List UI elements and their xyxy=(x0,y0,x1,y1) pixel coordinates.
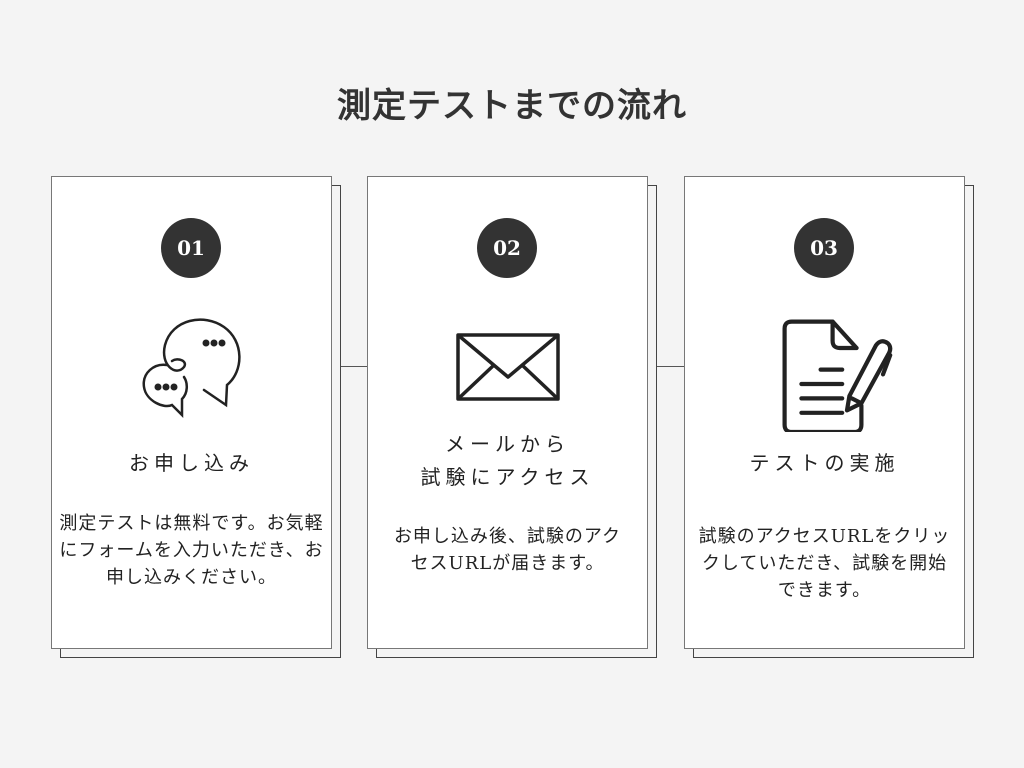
step-card-2: 02 メールから 試験にアクセス お申し込み後、試験のアクセスURLが届きます。 xyxy=(367,176,648,649)
document-pen-icon xyxy=(782,319,893,432)
connector-line xyxy=(647,366,684,367)
step-card-1: 01 お申し込み 測定テストは無料です。お気軽にフォームを入力いただき、お申し込… xyxy=(51,176,332,649)
step-card-3: 03 テストの実施 試験のアクセスURLをクリックしていただき、試験を開始できま… xyxy=(684,176,965,649)
step-title-line: 試験にアクセス xyxy=(420,465,595,489)
step-number-badge: 03 xyxy=(794,218,854,278)
step-description: お申し込み後、試験のアクセスURLが届きます。 xyxy=(393,526,622,574)
step-description: 試験のアクセスURLをクリックしていただき、試験を開始できます。 xyxy=(698,526,951,601)
step-description: 測定テストは無料です。お気軽にフォームを入力いただき、お申し込みください。 xyxy=(59,513,324,588)
connector-line xyxy=(331,366,367,367)
step-title-line: テストの実施 xyxy=(749,451,900,475)
step-title: テストの実施 xyxy=(685,447,964,480)
step-title-line: メールから xyxy=(445,432,570,456)
step-number-badge: 01 xyxy=(161,218,221,278)
step-title: お申し込み xyxy=(52,447,331,480)
step-title: メールから 試験にアクセス xyxy=(368,428,647,494)
chat-bubbles-icon xyxy=(142,318,241,419)
envelope-icon xyxy=(456,333,560,401)
page-title: 測定テストまでの流れ xyxy=(337,86,687,126)
step-title-line: お申し込み xyxy=(129,451,254,475)
step-number-badge: 02 xyxy=(477,218,537,278)
